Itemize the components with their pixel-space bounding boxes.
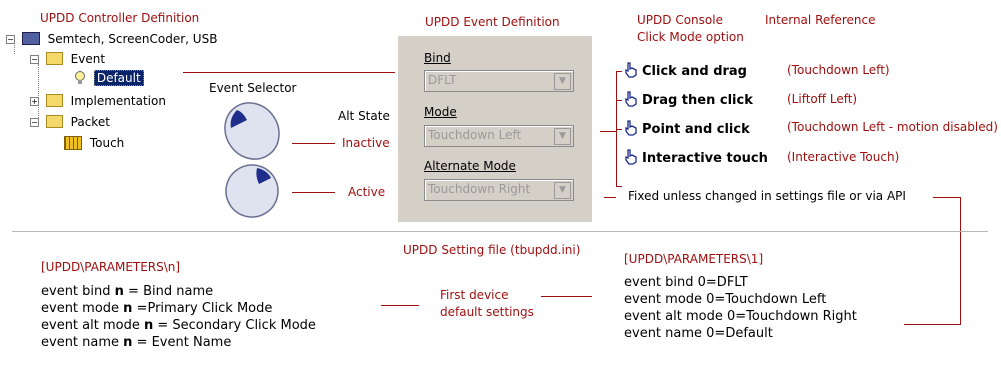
collapse-icon[interactable]: − (30, 55, 39, 64)
mode-connector (600, 131, 616, 132)
option-ref: (Liftoff Left) (787, 92, 858, 106)
mode-label: Mode (424, 105, 457, 119)
param-line: event bind n = Bind name (41, 284, 214, 299)
alt-mode-label: Alternate Mode (424, 159, 516, 173)
option-point-and-click[interactable]: Point and click (624, 120, 750, 137)
expand-icon[interactable]: + (30, 97, 39, 106)
tree-item-implementation-label: Implementation (70, 94, 166, 108)
bracket-tick (616, 129, 622, 130)
option-drag-then-click[interactable]: Drag then click (624, 91, 753, 108)
separator (12, 231, 988, 232)
active-connector (292, 192, 335, 193)
folder-icon (45, 115, 63, 128)
params-device-list: event bind 0=DFLT event mode 0=Touchdown… (624, 274, 857, 342)
option-label: Point and click (642, 122, 750, 137)
mode-select[interactable]: Touchdown Left ▼ (424, 125, 574, 147)
event-definition-panel: Bind DFLT ▼ Mode Touchdown Left ▼ Altern… (398, 36, 592, 222)
tree-item-touch[interactable]: Touch (64, 134, 124, 152)
tree-item-default-label: Default (93, 70, 144, 86)
first-device-connector-left (381, 305, 419, 306)
alt-state-label: Alt State (338, 109, 390, 123)
hand-pointer-icon (625, 91, 637, 107)
tree-root-label: Semtech, ScreenCoder, USB (47, 32, 218, 46)
option-label: Click and drag (642, 64, 747, 79)
hand-pointer-icon (625, 120, 637, 136)
param-line: event mode 0=Touchdown Left (624, 292, 827, 307)
params-device-section: [UPDD\PARAMETERS\1] (624, 252, 764, 266)
chevron-down-icon[interactable]: ▼ (554, 182, 571, 199)
bind-value: DFLT (428, 73, 457, 87)
event-definition-header: UPDD Event Definition (425, 15, 560, 29)
mouse-active-icon (223, 162, 281, 223)
tree-item-touch-label: Touch (89, 136, 125, 150)
chevron-down-icon[interactable]: ▼ (554, 73, 571, 90)
collapse-icon[interactable]: − (6, 35, 15, 44)
option-label: Drag then click (642, 93, 753, 108)
chevron-down-icon[interactable]: ▼ (554, 128, 571, 145)
tree-item-packet-label: Packet (70, 115, 110, 129)
fixed-note-connector-left (604, 197, 616, 198)
fixed-note: Fixed unless changed in settings file or… (628, 189, 906, 203)
option-ref: (Interactive Touch) (787, 150, 900, 164)
first-device-connector-right (541, 296, 592, 297)
tree-item-event-label: Event (70, 52, 106, 66)
option-ref: (Touchdown Left) (787, 63, 890, 77)
option-ref: (Touchdown Left - motion disabled) (787, 120, 998, 134)
hand-pointer-icon (625, 62, 637, 78)
active-label: Active (348, 185, 386, 199)
params-generic-section: [UPDD\PARAMETERS\n] (41, 260, 181, 274)
alt-mode-value: Touchdown Right (428, 182, 531, 196)
param-line: event alt mode n = Secondary Click Mode (41, 318, 316, 333)
bind-select[interactable]: DFLT ▼ (424, 70, 574, 92)
folder-icon (45, 52, 63, 65)
fixed-note-to-params-connector (904, 324, 961, 325)
tree-item-implementation[interactable]: + Implementation (30, 92, 166, 110)
bracket-tick (616, 71, 622, 72)
alt-mode-select[interactable]: Touchdown Right ▼ (424, 179, 574, 201)
mouse-inactive-icon (223, 100, 281, 165)
folder-icon (45, 94, 63, 107)
inactive-connector (292, 143, 335, 144)
mode-value: Touchdown Left (428, 128, 522, 142)
fixed-note-vertical-connector (960, 197, 961, 325)
bind-label: Bind (424, 51, 451, 65)
option-interactive-touch[interactable]: Interactive touch (624, 149, 768, 166)
tree-item-event[interactable]: − Event (30, 50, 105, 68)
option-click-and-drag[interactable]: Click and drag (624, 62, 747, 79)
param-line: event alt mode 0=Touchdown Right (624, 309, 857, 324)
console-header-line2: Click Mode option (637, 30, 744, 44)
controller-icon (21, 32, 40, 45)
param-line: event mode n =Primary Click Mode (41, 301, 273, 316)
internal-reference-header: Internal Reference (765, 13, 876, 27)
console-header-line1: UPDD Console (637, 13, 723, 27)
event-selector-connector (183, 72, 395, 73)
setting-file-header: UPDD Setting file (tbupdd.ini) (403, 243, 581, 257)
param-line: event name n = Event Name (41, 335, 232, 350)
first-device-label-line2: default settings (440, 305, 534, 319)
option-label: Interactive touch (642, 151, 768, 166)
param-line: event name 0=Default (624, 326, 773, 341)
bracket-tick (616, 100, 622, 101)
event-selector-label: Event Selector (209, 81, 297, 95)
params-generic-list: event bind n = Bind name event mode n =P… (41, 283, 316, 351)
param-line: event bind 0=DFLT (624, 275, 748, 290)
tree-item-packet[interactable]: − Packet (30, 113, 110, 131)
controller-definition-header: UPDD Controller Definition (40, 11, 200, 25)
tree-root[interactable]: − Semtech, ScreenCoder, USB (6, 30, 217, 48)
touch-icon (64, 135, 82, 150)
inactive-label: Inactive (342, 136, 390, 150)
tree-item-default[interactable]: Default (74, 69, 144, 87)
collapse-icon[interactable]: − (30, 118, 39, 127)
lightbulb-icon (74, 70, 86, 85)
hand-pointer-icon (625, 149, 637, 165)
bracket-tick (616, 186, 622, 187)
first-device-label-line1: First device (440, 288, 509, 302)
fixed-note-connector-right (933, 197, 960, 198)
